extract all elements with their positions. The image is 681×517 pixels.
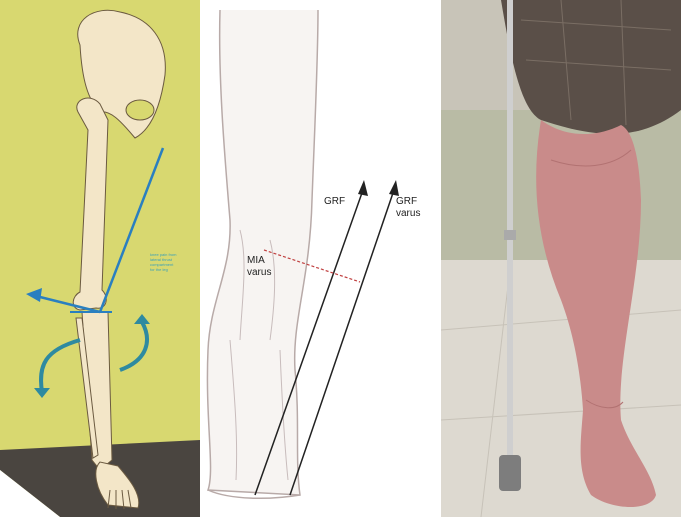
mia-varus-label: MIA varus xyxy=(247,255,271,279)
clinical-photo-panel xyxy=(441,0,681,517)
grf-varus-diagram-panel: MIA varus GRF GRF varus xyxy=(200,0,441,517)
leg-outline-diagram xyxy=(200,0,441,517)
annotation-note: knee pain from lateral thrust compartmen… xyxy=(150,252,190,272)
skeleton-illustration-panel: knee pain from lateral thrust compartmen… xyxy=(0,0,200,517)
grf-label: GRF xyxy=(324,196,345,208)
leg-photo xyxy=(441,0,681,517)
grf-varus-label: GRF varus xyxy=(396,196,420,220)
